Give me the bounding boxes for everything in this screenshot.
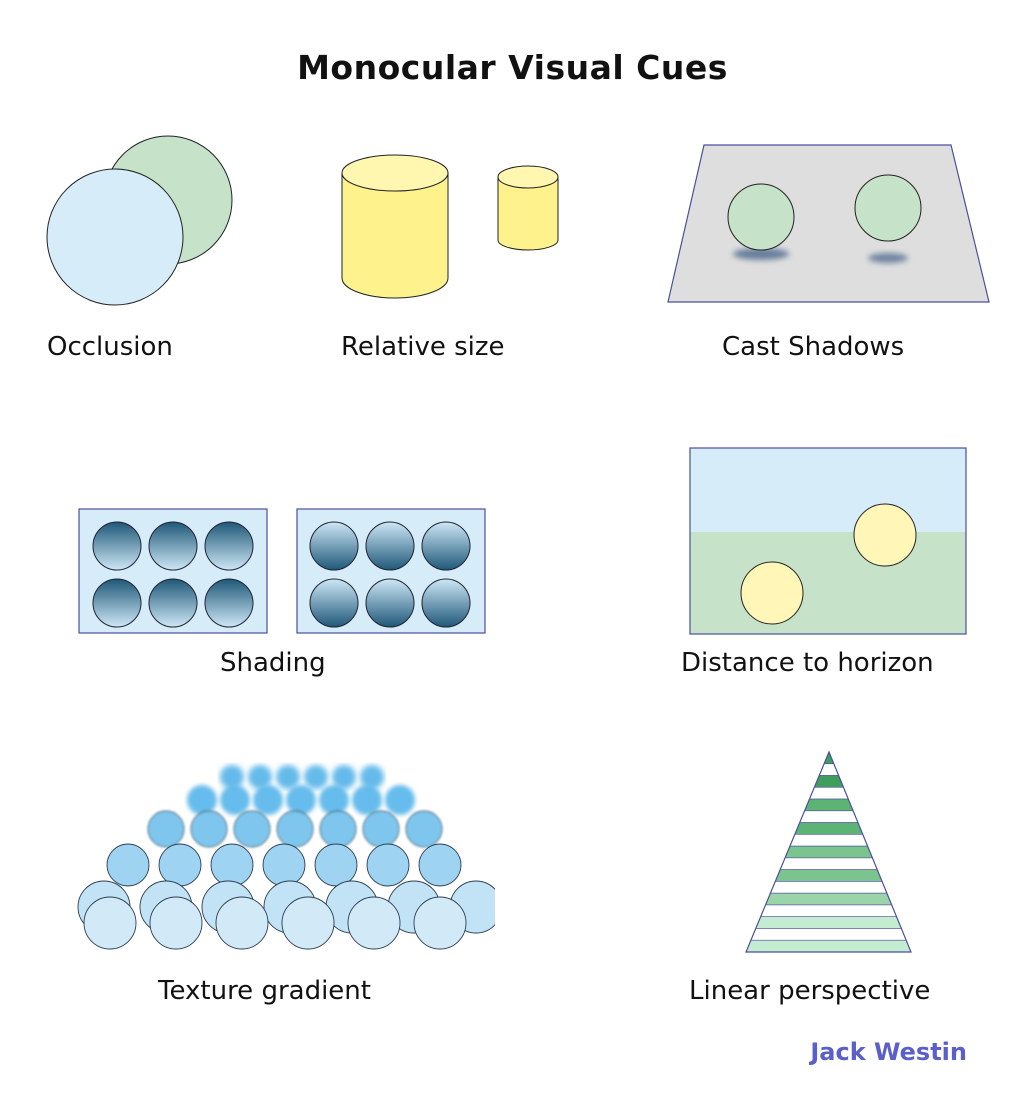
perspective-band xyxy=(746,928,911,941)
texture-ball xyxy=(262,843,306,887)
texture-ball xyxy=(158,843,202,887)
perspective-band xyxy=(746,786,911,800)
texture-ball xyxy=(276,765,300,789)
texture-ball xyxy=(281,896,335,950)
texture-ball xyxy=(352,785,382,815)
ground-plane xyxy=(667,144,990,303)
texture-ball xyxy=(413,896,467,950)
perspective-band xyxy=(746,810,911,823)
texture-ball xyxy=(220,785,250,815)
brand-logo-text: Jack Westin xyxy=(810,1038,967,1066)
shading-panel-bumps xyxy=(78,508,268,634)
far-ball xyxy=(853,503,917,567)
texture-gradient-illustration xyxy=(77,765,495,950)
relative-size-illustration xyxy=(341,154,559,299)
perspective-band xyxy=(746,775,911,788)
distance-to-horizon-illustration xyxy=(689,447,967,635)
cast-shadows-illustration xyxy=(667,144,990,303)
texture-ball xyxy=(405,810,443,848)
perspective-band xyxy=(746,822,911,835)
texture-ball xyxy=(276,810,314,848)
texture-ball xyxy=(286,785,316,815)
texture-ball xyxy=(347,896,401,950)
label-cast-shadows: Cast Shadows xyxy=(722,332,905,362)
perspective-band xyxy=(746,904,911,918)
texture-ball xyxy=(332,765,356,789)
perspective-band xyxy=(746,881,911,894)
perspective-band xyxy=(746,869,911,882)
sky xyxy=(690,448,966,532)
label-distance-to-horizon: Distance to horizon xyxy=(681,648,934,678)
label-shading: Shading xyxy=(220,648,326,678)
texture-ball xyxy=(83,896,137,950)
label-relative-size: Relative size xyxy=(341,332,505,362)
label-occlusion: Occlusion xyxy=(47,332,173,362)
shading-illustration xyxy=(78,508,486,634)
texture-ball-grid xyxy=(77,765,495,950)
texture-ball xyxy=(360,765,384,789)
front-blue-circle xyxy=(46,168,184,306)
perspective-bands xyxy=(746,752,911,952)
ball-near xyxy=(727,183,795,251)
texture-ball xyxy=(149,896,203,950)
shadow-far xyxy=(868,253,908,263)
texture-ball xyxy=(418,843,462,887)
texture-ball xyxy=(233,810,271,848)
perspective-band xyxy=(746,834,911,847)
perspective-band xyxy=(746,857,911,870)
perspective-band xyxy=(746,939,911,952)
texture-ball xyxy=(314,843,358,887)
texture-ball xyxy=(190,810,228,848)
shading-panel-dents xyxy=(296,508,486,634)
texture-ball xyxy=(147,810,185,848)
texture-ball xyxy=(210,843,254,887)
texture-ball xyxy=(106,843,150,887)
perspective-band xyxy=(746,916,911,929)
texture-ball xyxy=(248,765,272,789)
texture-ball xyxy=(215,896,269,950)
texture-ball xyxy=(366,843,410,887)
texture-ball xyxy=(362,810,400,848)
ground xyxy=(690,532,966,634)
texture-ball xyxy=(319,810,357,848)
perspective-band xyxy=(746,752,911,765)
perspective-band xyxy=(746,763,911,776)
linear-perspective-illustration xyxy=(745,750,912,953)
perspective-band xyxy=(746,845,911,859)
label-texture-gradient: Texture gradient xyxy=(158,976,371,1006)
texture-ball xyxy=(304,765,328,789)
texture-ball xyxy=(187,785,217,815)
texture-ball xyxy=(385,785,415,815)
small-cylinder xyxy=(497,165,559,251)
texture-ball xyxy=(253,785,283,815)
shadow-near xyxy=(733,248,789,260)
perspective-band xyxy=(746,798,911,812)
ball-far xyxy=(854,174,922,242)
texture-ball xyxy=(220,765,244,789)
diagram-title: Monocular Visual Cues xyxy=(297,48,728,87)
occlusion-illustration xyxy=(46,135,233,306)
large-cylinder xyxy=(341,154,449,299)
near-ball xyxy=(740,561,804,625)
texture-ball xyxy=(319,785,349,815)
label-linear-perspective: Linear perspective xyxy=(689,976,931,1006)
